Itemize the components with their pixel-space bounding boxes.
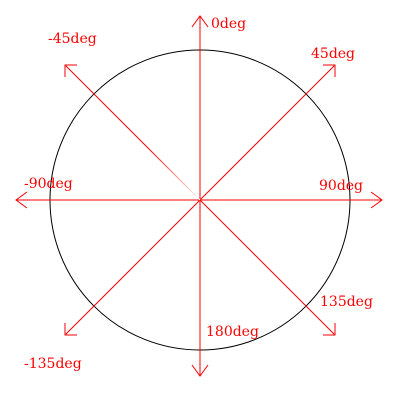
arrow-45deg bbox=[199, 64, 336, 201]
label-0deg: 0deg bbox=[211, 16, 246, 32]
label-135deg: 135deg bbox=[320, 294, 373, 310]
arrow-0deg bbox=[191, 15, 209, 200]
label-neg90deg: -90deg bbox=[24, 176, 73, 192]
label-neg45deg: -45deg bbox=[48, 31, 97, 47]
label-neg135deg: -135deg bbox=[24, 356, 82, 372]
arrow-135deg bbox=[199, 199, 336, 336]
arrow-90deg bbox=[200, 191, 383, 209]
label-180deg: 180deg bbox=[206, 324, 259, 340]
label-90deg: 90deg bbox=[319, 178, 363, 194]
label-45deg: 45deg bbox=[311, 46, 355, 62]
arrow-neg135deg bbox=[64, 199, 201, 336]
arrow-180deg bbox=[191, 200, 209, 377]
arrow-neg90deg bbox=[15, 191, 200, 209]
arrow-neg45deg bbox=[64, 64, 201, 201]
